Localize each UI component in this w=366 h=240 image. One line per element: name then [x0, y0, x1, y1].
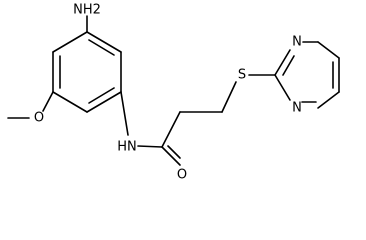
bond-carbonyl-o-2	[167, 145, 181, 159]
bond-ring-double-b	[88, 87, 115, 104]
bond-nh-carbonyl	[137, 145, 163, 148]
bond-ring-d	[52, 91, 88, 113]
bond-ring-c	[86, 91, 122, 113]
bond-ch2-s	[221, 81, 237, 113]
bond-pyr-c2-n1	[274, 49, 291, 76]
bond-pyr-n3-c2	[274, 74, 291, 101]
bond-ring-nh	[120, 91, 129, 136]
atom-methoxy-o-label: O	[34, 111, 44, 126]
bond-ring-a	[86, 31, 122, 53]
atom-nh2-label: NH2	[73, 3, 101, 18]
pyrimidine-ring	[274, 41, 340, 109]
atom-pyrimidine-n1-label: N	[292, 35, 302, 50]
bond-ring-o-methoxy	[42, 91, 54, 112]
bond-ring-double-a	[88, 39, 115, 56]
bond-carbonyl-ch2	[161, 111, 181, 148]
atom-amide-nh-label: HN	[117, 140, 137, 155]
atom-carbonyl-o-label: O	[177, 168, 187, 183]
bond-pyr-c6-c5	[317, 41, 340, 59]
benzene-ring	[52, 31, 122, 113]
atom-sulfur-label: S	[238, 68, 246, 83]
bond-ring-f	[52, 31, 88, 53]
bond-pyr-double-a	[282, 55, 295, 76]
atom-pyrimidine-n3-label: N	[292, 101, 302, 116]
structure-diagram: NH2 O HN O S N N	[7, 3, 340, 183]
bond-carbonyl-o-1	[161, 146, 181, 166]
bond-pyr-c4-n3	[317, 91, 340, 109]
